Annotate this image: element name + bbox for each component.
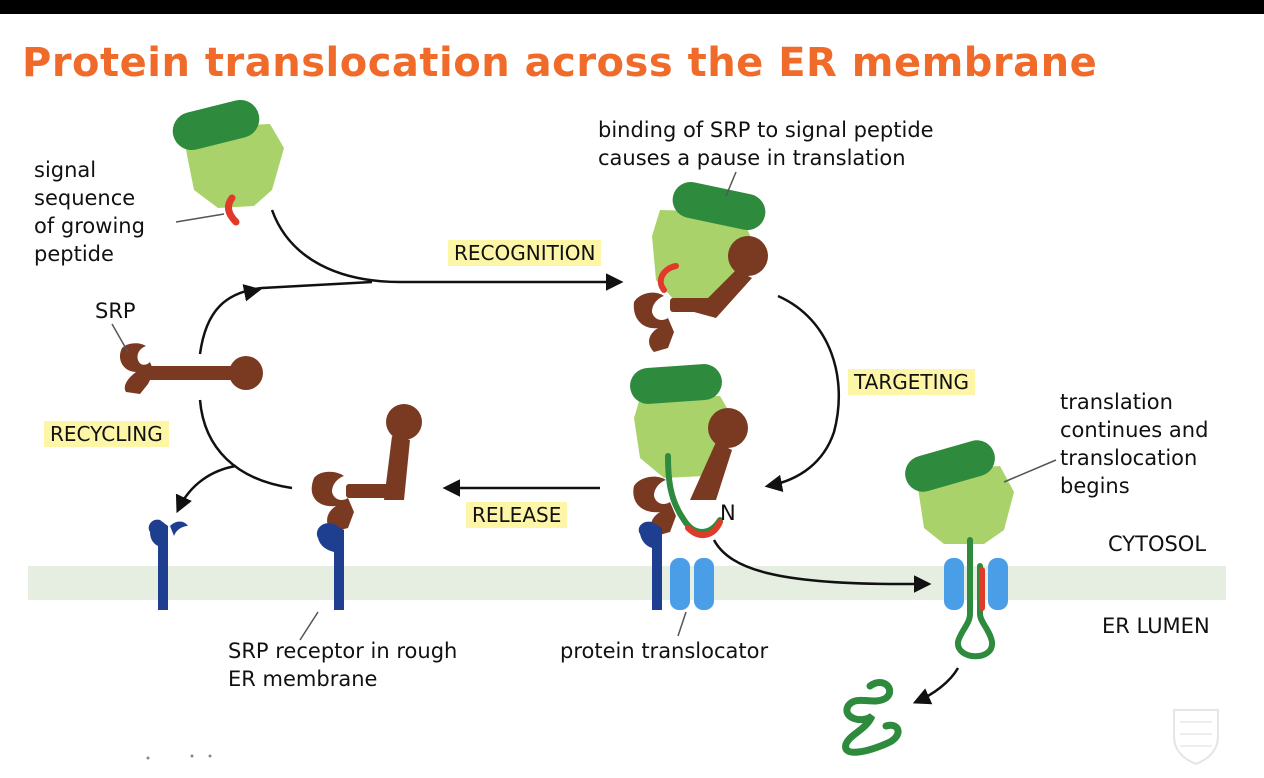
srp-released: [311, 404, 422, 532]
recognition-step: RECOGNITION: [448, 240, 602, 266]
srp-receptor-docked: [638, 521, 662, 610]
ribosome-docked: [630, 364, 748, 539]
srp-receptor-bound: [316, 523, 344, 610]
recycling-step: RECYCLING: [44, 421, 169, 447]
er-membrane: [28, 566, 1226, 600]
recycling-arrow: [175, 464, 237, 514]
translocation-arrow: [712, 539, 932, 593]
recognition-arrow: [270, 209, 624, 291]
translocator-pointer: [677, 611, 687, 637]
er-lumen-label: ER LUMEN: [1102, 614, 1210, 638]
srp-receptor-line-1: SRP receptor in rough: [228, 639, 458, 663]
translation-note-line-2: continues and: [1060, 418, 1209, 442]
ribosome-translocating: [905, 440, 1014, 544]
srp-pointer: [111, 323, 129, 353]
n-terminus-label: N: [720, 501, 736, 525]
srp-receptor-line-2: ER membrane: [228, 667, 378, 691]
signal-sequence-line-3: of growing: [34, 214, 145, 238]
protein-translocator-active: [944, 558, 1008, 610]
signal-sequence-line-4: peptide: [34, 242, 114, 266]
protein-translocator-label: protein translocator: [560, 639, 769, 663]
receptor-pointer: [299, 611, 319, 641]
signal-sequence-label: signal sequence of growing peptide: [34, 156, 145, 268]
translation-note-pointer: [1003, 459, 1057, 483]
binding-note-label: binding of SRP to signal peptide causes …: [598, 116, 934, 172]
folding-arrow: [912, 667, 960, 705]
translation-note-line-4: begins: [1060, 474, 1130, 498]
binding-note-pointer: [725, 171, 737, 197]
ribosome-free: [172, 99, 284, 226]
page-title: Protein translocation across the ER memb…: [22, 40, 1098, 86]
nascent-chain: [955, 537, 995, 660]
signal-sequence-line-2: sequence: [34, 186, 136, 210]
binding-note-line-2: causes a pause in translation: [598, 146, 906, 170]
top-bar: [0, 0, 1264, 14]
folded-protein: [842, 679, 902, 756]
protein-translocator: [670, 558, 714, 610]
signal-sequence-pointer: [175, 213, 225, 223]
release-step: RELEASE: [466, 502, 568, 528]
cytosol-label: CYTOSOL: [1108, 532, 1207, 556]
recycling-loop-lower: [198, 399, 293, 490]
translation-note-label: translation continues and translocation …: [1060, 388, 1208, 500]
crest-watermark: [1173, 709, 1219, 766]
ribosome-srp-bound: [633, 181, 768, 352]
binding-note-line-1: binding of SRP to signal peptide: [598, 118, 934, 142]
signal-sequence-line-1: signal: [34, 158, 97, 182]
srp-receptor-free: [148, 519, 188, 610]
targeting-arrow: [764, 294, 841, 493]
targeting-step: TARGETING: [848, 369, 975, 395]
srp-label: SRP: [95, 299, 136, 323]
srp-receptor-label: SRP receptor in rough ER membrane: [228, 637, 457, 693]
srp-free: [119, 343, 263, 394]
translation-note-line-3: translocation: [1060, 446, 1198, 470]
recycling-loop-upper: [198, 280, 373, 355]
translation-note-line-1: translation: [1060, 390, 1173, 414]
